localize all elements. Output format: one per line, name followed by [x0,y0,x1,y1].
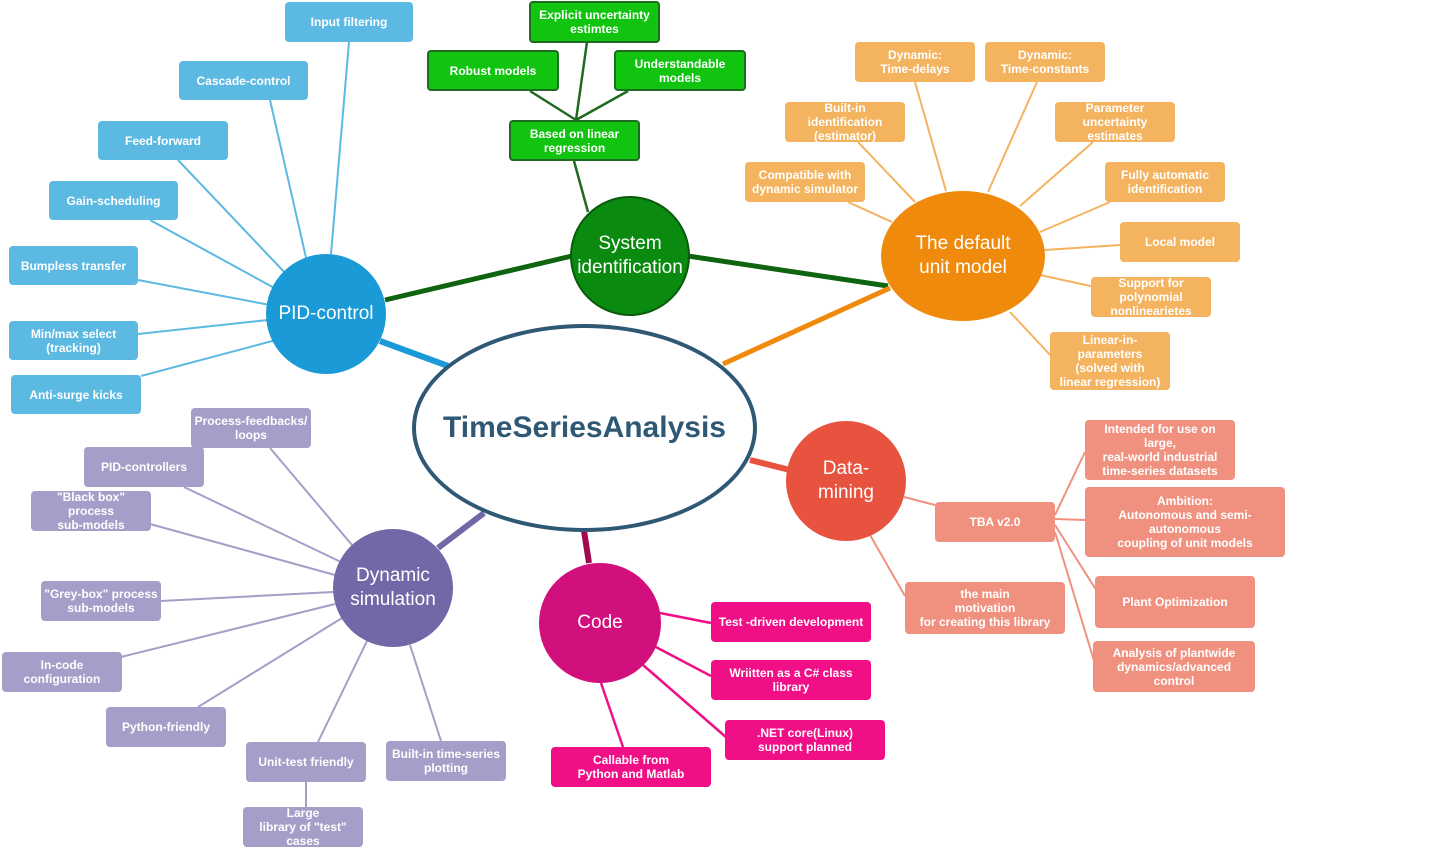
hub-dynamic-simulation[interactable]: Dynamic simulation [333,529,453,647]
connector-pid-minmax [137,319,269,335]
connector-unit-fullyauto [1039,201,1111,233]
leaf-black-box-sub-models[interactable]: "Black box" process sub-models [31,490,151,532]
leaf-parameter-uncertainty-estimates[interactable]: Parameter uncertainty estimates [1055,101,1175,143]
hub-data-mining[interactable]: Data- mining [786,421,906,541]
connector-unit-linearparams [1009,311,1053,358]
connector-pid-feedforward [177,159,289,277]
connector-pid-input-filtering [330,41,350,255]
connector-unit-timeconstants [987,81,1038,193]
connector-pid-bumpless [137,279,271,306]
connector-sysid-regression [572,160,590,213]
leaf-intended-for-large-datasets[interactable]: Intended for use on large, real-world in… [1085,420,1235,480]
connector-dyn-blackbox [149,523,336,576]
leaf-python-friendly[interactable]: Python-friendly [106,707,226,747]
connector-regression-robust [529,89,577,122]
connector-pid-gain [149,219,279,291]
connector-tba-analysis [1054,531,1096,665]
leaf-compatible-with-dynamic-simulator[interactable]: Compatible with dynamic simulator [745,162,865,202]
leaf-grey-box-sub-models[interactable]: "Grey-box" process sub-models [41,581,161,621]
connector-unit-polynomial [1039,274,1096,288]
connector-unit-paramuncert [1019,141,1094,207]
connector-code-tdd [659,611,712,625]
connector-dyn-pidcontrollers [183,486,342,563]
leaf-built-in-identification[interactable]: Built-in identification (estimator) [785,101,905,143]
leaf-understandable-models[interactable]: Understandable models [614,50,746,91]
center-node-label: TimeSeriesAnalysis [443,411,726,444]
leaf-explicit-uncertainty-estimates[interactable]: Explicit uncertainty estimtes [529,1,660,43]
leaf-written-as-csharp-library[interactable]: Wriitten as a C# class library [711,660,871,700]
connector-tba-plantopt [1054,524,1101,597]
connector-dyn-python [197,617,343,708]
leaf-anti-surge-kicks[interactable]: Anti-surge kicks [11,375,141,414]
connector-code-dotnet [642,664,728,739]
leaf-large-library-of-test-cases[interactable]: Large library of "test" cases [243,806,363,848]
leaf-support-polynomial-nonlinearities[interactable]: Support for polynomial nonlinearietes [1091,276,1211,318]
leaf-gain-scheduling[interactable]: Gain-scheduling [49,181,178,220]
center-node[interactable]: TimeSeriesAnalysis [412,324,757,532]
leaf-dotnet-core-linux[interactable]: .NET core(Linux) support planned [725,720,885,760]
leaf-in-code-configuration[interactable]: In-code configuration [2,652,122,692]
connector-center-code [581,530,592,564]
leaf-tba-v2[interactable]: TBA v2.0 [935,502,1055,542]
leaf-min-max-select[interactable]: Min/max select (tracking) [9,321,138,360]
leaf-robust-models[interactable]: Robust models [427,50,559,91]
leaf-dynamic-time-delays[interactable]: Dynamic: Time-delays [855,42,975,82]
connector-dyn-feedbacks [269,447,353,546]
leaf-ambition-autonomous-coupling[interactable]: Ambition: Autonomous and semi-autonomous… [1085,487,1285,557]
connector-dm-tba [903,496,936,506]
leaf-local-model[interactable]: Local model [1120,222,1240,262]
connector-dyn-plotting [409,644,442,742]
connector-dyn-incode [120,603,336,658]
connector-regression-understandable [575,89,629,122]
leaf-dynamic-time-constants[interactable]: Dynamic: Time-constants [985,42,1105,82]
leaf-analysis-plantwide-dynamics[interactable]: Analysis of plantwide dynamics/advanced … [1093,641,1255,692]
leaf-plant-optimization[interactable]: Plant Optimization [1095,576,1255,628]
leaf-callable-from-python-matlab[interactable]: Callable from Python and Matlab [551,747,711,787]
connector-unit-timedelays [914,81,947,192]
connector-dyn-unittest [317,640,368,743]
leaf-fully-automatic-identification[interactable]: Fully automatic identification [1105,162,1225,202]
hub-system-identification[interactable]: System identification [570,196,690,316]
leaf-feed-forward[interactable]: Feed-forward [98,121,228,160]
connector-sysid-unit [687,253,889,289]
leaf-input-filtering[interactable]: Input filtering [285,2,413,42]
connector-code-csharp [651,643,712,678]
connector-center-dyn [436,510,486,551]
connector-pid-sysid [384,253,573,303]
leaf-based-on-linear-regression[interactable]: Based on linear regression [509,120,640,161]
hub-pid-control[interactable]: PID-control [266,254,386,374]
connector-code-callable [599,682,625,748]
leaf-cascade-control[interactable]: Cascade-control [179,61,308,100]
leaf-pid-controllers[interactable]: PID-controllers [84,447,204,487]
connector-unit-localmodel [1044,244,1121,251]
hub-code[interactable]: Code [539,563,661,683]
leaf-bumpless-transfer[interactable]: Bumpless transfer [9,246,138,285]
connector-regression-explicit [574,41,589,121]
connector-unit-builtin [857,141,916,203]
connector-unit-compatible [847,201,893,223]
connector-tba-intended [1054,451,1086,516]
leaf-unit-test-friendly[interactable]: Unit-test friendly [246,742,366,782]
connector-pid-antisurge [140,339,277,377]
connector-dyn-greybox [160,591,334,602]
connector-center-unit [721,285,892,367]
leaf-main-motivation[interactable]: the main motivation for creating this li… [905,582,1065,634]
connector-center-pid [378,338,450,369]
connector-tba-ambition [1054,518,1086,521]
leaf-process-feedbacks-loops[interactable]: Process-feedbacks/ loops [191,408,311,448]
connector-pid-cascade [269,99,308,263]
connector-center-dm [749,457,791,473]
hub-default-unit-model[interactable]: The default unit model [881,191,1045,321]
leaf-linear-in-parameters[interactable]: Linear-in-parameters (solved with linear… [1050,332,1170,390]
connector-dm-motivation [869,534,906,597]
leaf-test-driven-development[interactable]: Test -driven development [711,602,871,642]
leaf-built-in-time-series-plotting[interactable]: Built-in time-series plotting [386,741,506,781]
